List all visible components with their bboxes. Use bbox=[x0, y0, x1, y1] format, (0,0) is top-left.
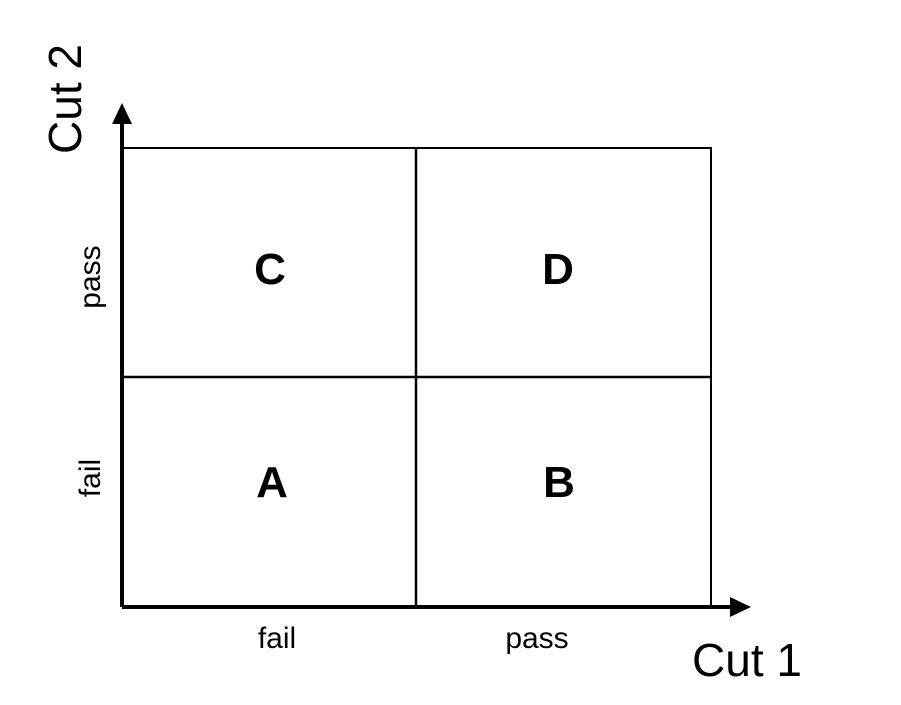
x-axis-title: Cut 1 bbox=[692, 634, 802, 686]
region-label-a: A bbox=[256, 458, 288, 507]
region-label-c: C bbox=[254, 245, 286, 294]
y-tick-label-pass: pass bbox=[74, 245, 107, 308]
x-axis-arrowhead bbox=[730, 597, 751, 617]
x-tick-label-fail: fail bbox=[258, 622, 296, 655]
x-tick-label-pass: pass bbox=[505, 622, 568, 655]
y-axis-arrowhead bbox=[112, 103, 132, 124]
region-label-b: B bbox=[543, 458, 575, 507]
y-axis-title: Cut 2 bbox=[39, 44, 91, 154]
region-label-d: D bbox=[542, 245, 574, 294]
y-tick-label-fail: fail bbox=[74, 459, 107, 497]
